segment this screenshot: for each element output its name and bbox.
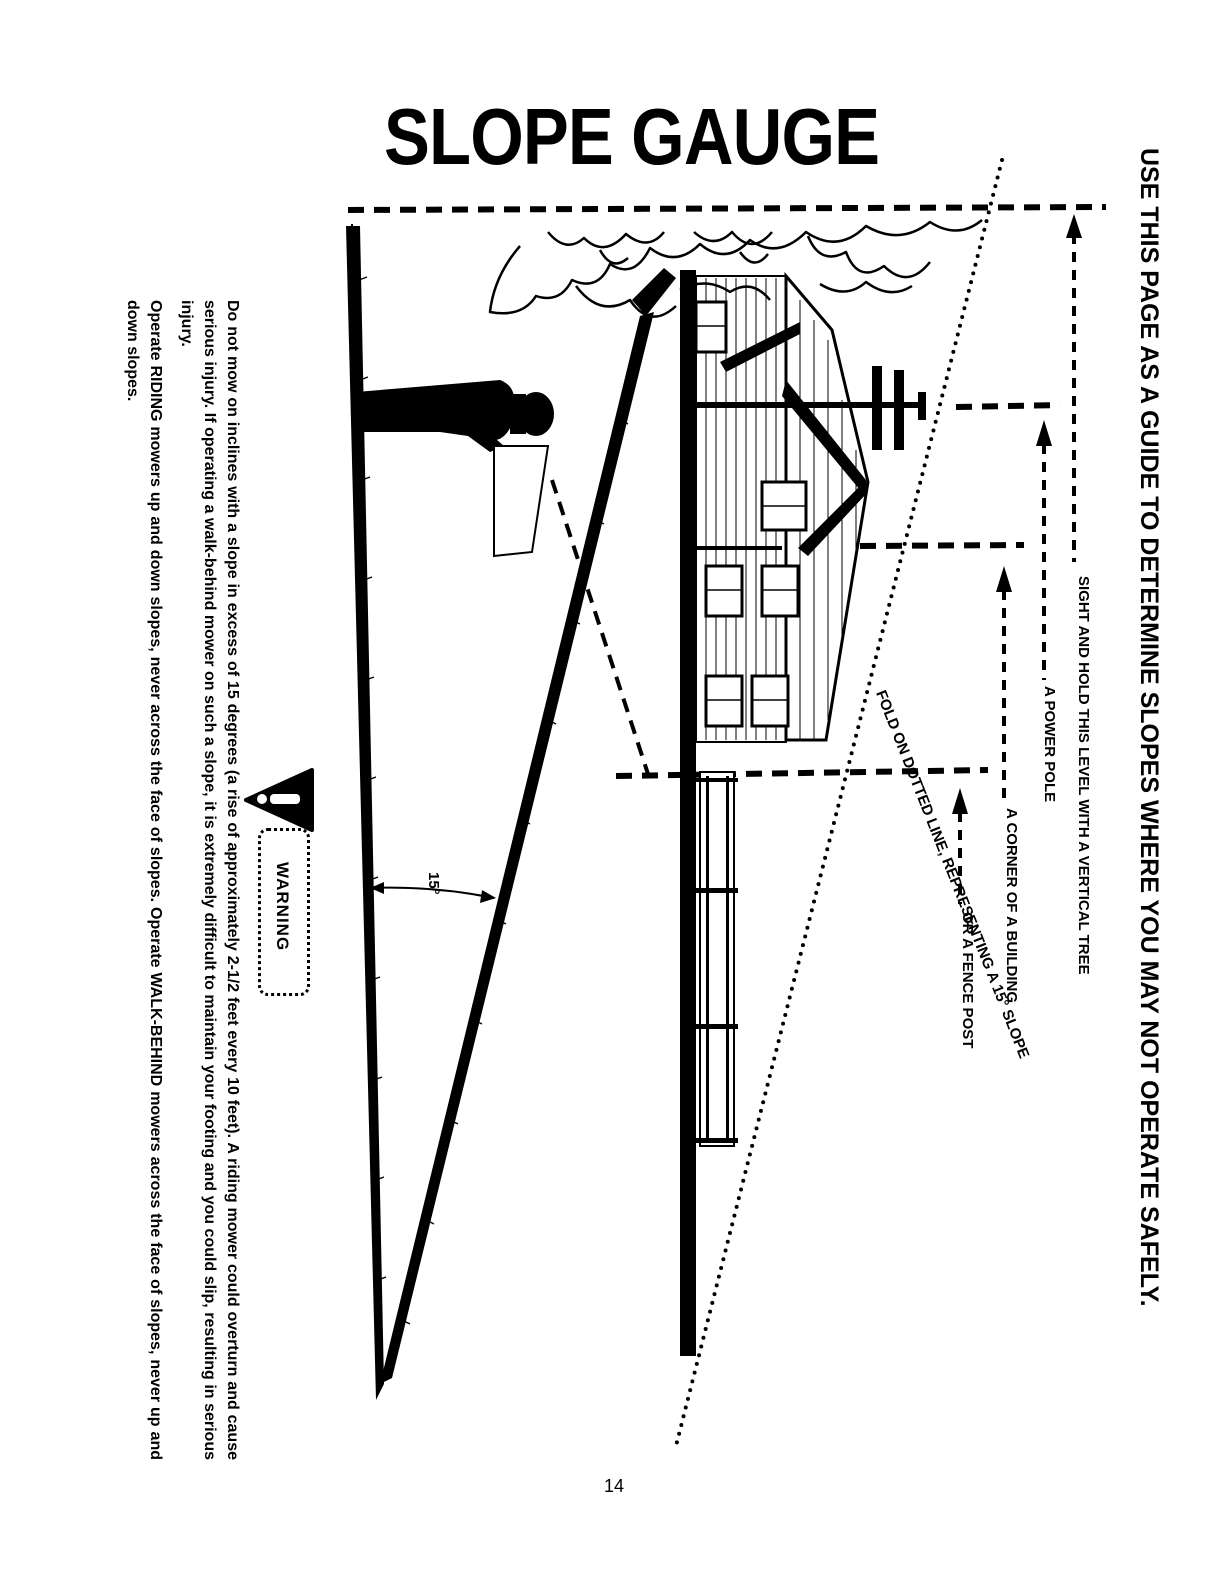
house-illustration	[680, 270, 870, 1356]
angle-arc	[369, 882, 496, 903]
sight-level-line	[347, 204, 1107, 213]
fence-illustration	[696, 771, 738, 1147]
warning-paragraph: Do not mow on inclines with a slope in e…	[178, 300, 241, 1460]
arrow-up-icon	[952, 788, 968, 904]
instruction-headline: USE THIS PAGE AS A GUIDE TO DETERMINE SL…	[1135, 148, 1163, 1307]
warning-paragraph: Operate RIDING mowers up and down slopes…	[124, 300, 164, 1460]
tree-illustration	[488, 219, 983, 318]
angle-label: 15°	[425, 872, 442, 895]
arrow-up-icon	[996, 566, 1012, 802]
warning-label: WARNING	[273, 862, 292, 952]
arrow-up-icon	[1036, 420, 1052, 680]
warning-badge	[258, 828, 310, 996]
arrow-up-icon	[1066, 214, 1082, 562]
label-vertical-tree: SIGHT AND HOLD THIS LEVEL WITH A VERTICA…	[1075, 576, 1092, 975]
person-silhouette	[356, 380, 554, 558]
building-corner-level-line	[859, 542, 1025, 549]
power-pole-illustration	[680, 366, 926, 450]
warning-triangle-icon	[244, 768, 314, 832]
label-building-corner: A CORNER OF A BUILDING	[1003, 808, 1020, 1003]
warning-body: Do not mow on inclines with a slope in e…	[121, 300, 244, 1460]
fence-post-level-line	[615, 767, 989, 779]
fold-dotted-line	[674, 158, 1004, 1448]
power-pole-level-line	[955, 402, 1061, 410]
label-power-pole: A POWER POLE	[1041, 686, 1058, 803]
page-number: 14	[603, 1476, 625, 1496]
